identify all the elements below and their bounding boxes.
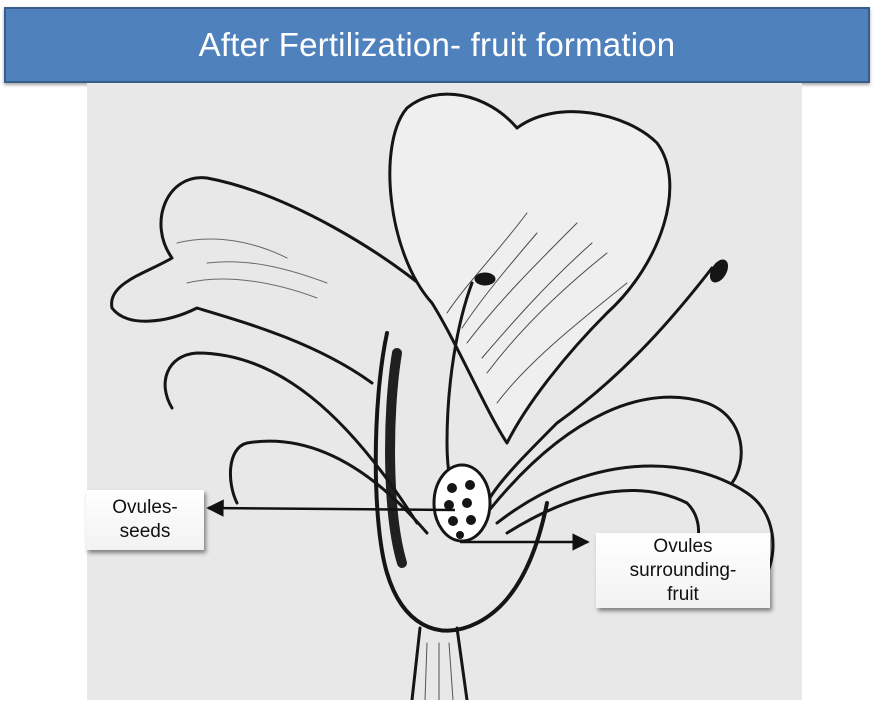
- calyx-shade: [385, 348, 407, 568]
- stigma: [709, 259, 729, 283]
- petal-front-veins: [446, 212, 628, 404]
- label-ovules-seeds: Ovules- seeds: [86, 490, 204, 550]
- label-fruit-line1: Ovules: [653, 536, 713, 557]
- stamen-2: [228, 439, 429, 535]
- slide-title: After Fertilization- fruit formation: [198, 26, 676, 63]
- label-ovules-fruit: Ovules surrounding- fruit: [596, 533, 770, 608]
- stigma-stalk: [485, 266, 714, 505]
- stem-outline: [410, 626, 469, 700]
- calyx-outline: [373, 331, 549, 633]
- stem-hatching: [424, 642, 454, 700]
- slide-title-bar: After Fertilization- fruit formation: [4, 7, 870, 83]
- label-seeds-line2: seeds: [119, 521, 171, 542]
- label-seeds-line1: Ovules-: [112, 497, 178, 518]
- petal-left: [110, 176, 444, 385]
- arrow-to-seeds-label: [206, 499, 456, 517]
- ovules: [444, 480, 476, 539]
- petal-left-veins: [176, 238, 328, 299]
- label-fruit-line2: surrounding-: [629, 560, 737, 581]
- stamen-3: [485, 395, 743, 515]
- stamen-1: [163, 351, 419, 525]
- label-fruit-line3: fruit: [667, 584, 699, 605]
- anther-top: [474, 272, 496, 286]
- stamen-4: [495, 464, 775, 575]
- petal-front: [388, 92, 672, 445]
